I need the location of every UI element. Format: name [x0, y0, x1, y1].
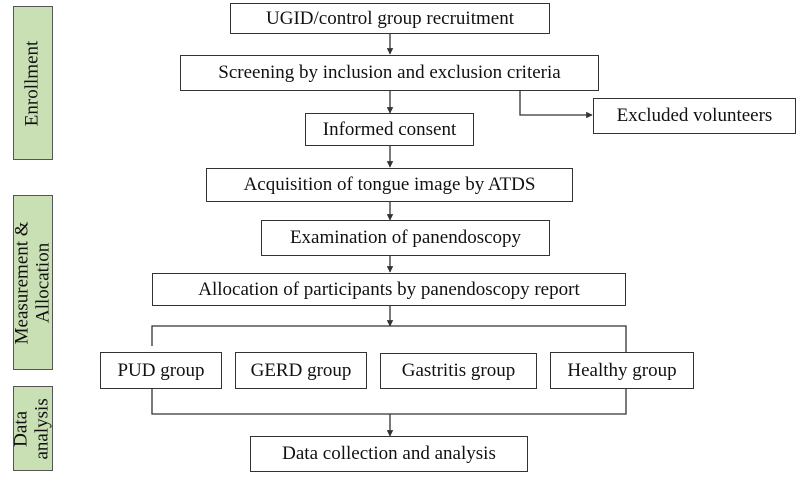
group-gerd: GERD group [235, 352, 367, 389]
branch-bracket-bottom [151, 389, 627, 415]
step-allocation: Allocation of participants by panendosco… [152, 273, 626, 306]
step-screening: Screening by inclusion and exclusion cri… [180, 55, 599, 91]
phase-data-analysis: Data analysis [11, 386, 53, 471]
group-healthy: Healthy group [550, 352, 694, 389]
step-informed-consent: Informed consent [305, 113, 474, 146]
phase-measurement-allocation: Measurement & Allocation [11, 195, 53, 370]
branch-bracket-top [151, 325, 627, 352]
step-panendoscopy-exam: Examination of panendoscopy [261, 220, 550, 256]
step-tongue-image-acquisition: Acquisition of tongue image by ATDS [206, 168, 573, 202]
group-gastritis: Gastritis group [380, 353, 537, 389]
step-recruitment: UGID/control group recruitment [230, 3, 550, 34]
step-excluded-volunteers: Excluded volunteers [593, 98, 796, 134]
group-pud: PUD group [100, 352, 222, 389]
phase-enrollment: Enrollment [13, 6, 53, 160]
arrow-screen-to-excluded [519, 91, 593, 119]
step-data-collection: Data collection and analysis [250, 436, 528, 472]
